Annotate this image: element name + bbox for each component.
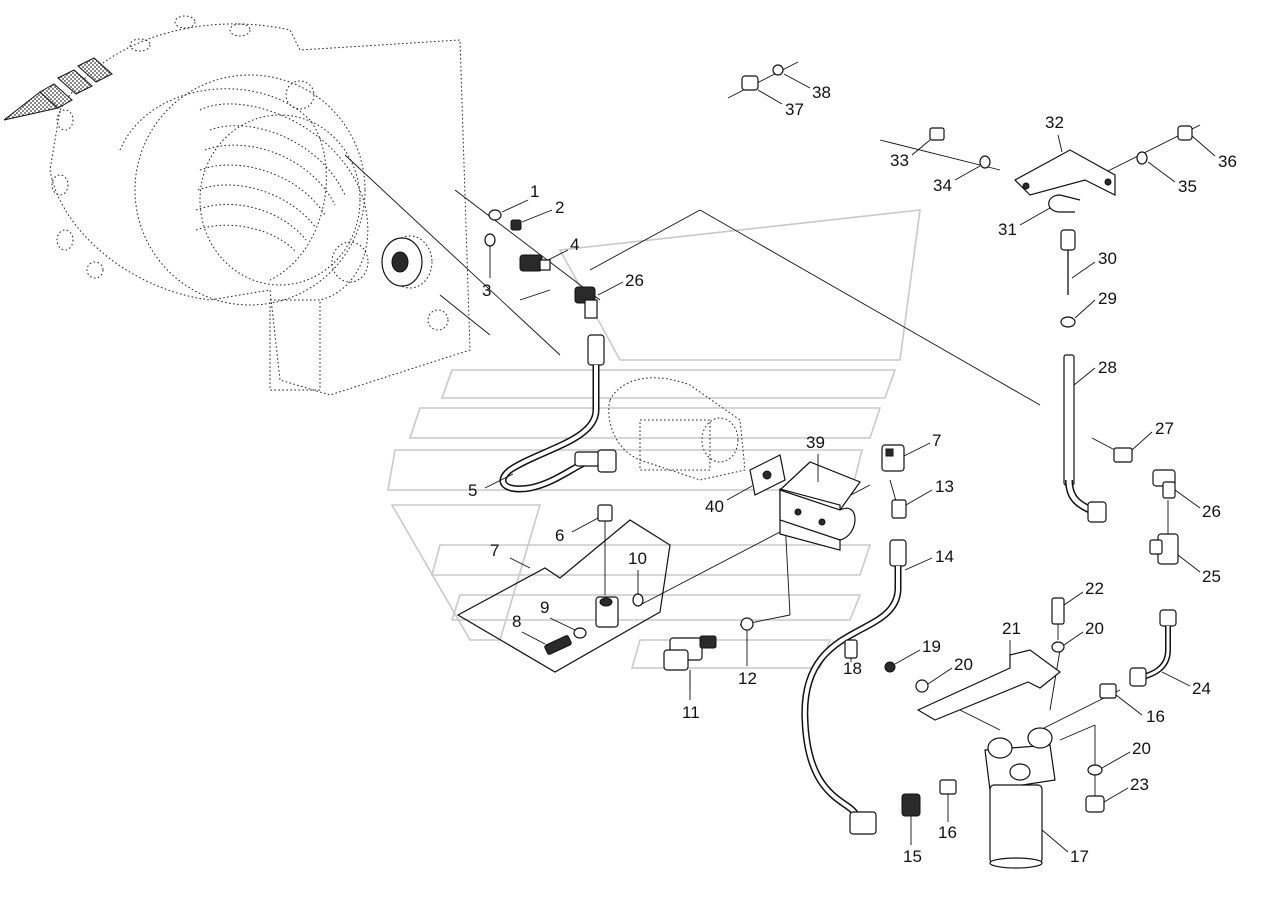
part-24-pipe (1129, 609, 1177, 687)
label-29: 29 (1098, 289, 1117, 308)
part-16-adapter-upper (1099, 683, 1117, 699)
label-30: 30 (1098, 249, 1117, 268)
label-9: 9 (540, 598, 549, 617)
label-15: 15 (903, 847, 922, 866)
label-37: 37 (785, 100, 804, 119)
part-36-nut (1177, 125, 1193, 141)
part-16-adapter-lower (939, 779, 957, 795)
part-20-washer-b (1051, 641, 1065, 653)
part-10-seal (632, 593, 644, 607)
part-29-seal (1060, 316, 1076, 328)
part-37-nut (741, 75, 759, 91)
part-1-washer (488, 209, 502, 221)
label-39: 39 (806, 433, 825, 452)
part-40-gasket (749, 454, 786, 496)
label-18: 18 (843, 659, 862, 678)
label-7-left: 7 (490, 541, 499, 560)
label-26a: 26 (625, 271, 644, 290)
label-5: 5 (468, 481, 477, 500)
part-32-bracket (1014, 149, 1116, 196)
part-17-filter (984, 727, 1056, 869)
part-30-dipstick (1060, 229, 1076, 295)
part-35-washer (1136, 151, 1148, 165)
part-3-seal (484, 233, 496, 247)
label-23: 23 (1130, 775, 1149, 794)
label-21: 21 (1002, 619, 1021, 638)
part-2-plug (510, 219, 522, 231)
part-8-screw (544, 635, 572, 655)
part-25-tee (1149, 500, 1179, 565)
part-27-adapter (1113, 447, 1133, 463)
label-7-right: 7 (932, 431, 941, 450)
label-12: 12 (738, 669, 757, 688)
label-36: 36 (1218, 152, 1237, 171)
label-8: 8 (512, 612, 521, 631)
label-4: 4 (570, 235, 579, 254)
label-40: 40 (705, 497, 724, 516)
part-14-hose (801, 539, 907, 835)
part-9-washer (573, 627, 587, 639)
label-25: 25 (1202, 567, 1221, 586)
part-7-elbow (881, 444, 905, 472)
label-24: 24 (1192, 679, 1211, 698)
direction-arrow-icon (3, 57, 113, 121)
pump-outlet (381, 237, 423, 287)
label-11: 11 (682, 703, 700, 722)
label-31: 31 (998, 220, 1017, 239)
bracket-7 (456, 519, 671, 673)
part-4-adapter (519, 254, 551, 272)
part-21-filter-bracket (916, 649, 1061, 721)
hydraulic-pump (608, 377, 746, 481)
label-16a: 16 (938, 823, 957, 842)
label-13: 13 (935, 477, 954, 496)
label-34: 34 (933, 176, 952, 195)
part-20-washer-c (1087, 764, 1103, 776)
part-20-washer-a (915, 679, 929, 693)
part-39-valve-block (778, 461, 861, 551)
part-22-bolt (1051, 597, 1065, 625)
label-27: 27 (1155, 419, 1174, 438)
engine-housing (49, 15, 471, 396)
label-19: 19 (922, 637, 941, 656)
label-10: 10 (628, 549, 647, 568)
part-18-screw (844, 639, 858, 659)
part-26-elbow-right (1152, 469, 1176, 499)
label-1: 1 (530, 182, 539, 201)
part-fitting-block (595, 596, 619, 628)
label-38: 38 (812, 83, 831, 102)
label-3: 3 (482, 281, 491, 300)
part-19-washer (884, 661, 896, 673)
part-26-elbow (574, 286, 598, 319)
part-6-adapter (597, 504, 613, 595)
label-14: 14 (935, 547, 954, 566)
label-22: 22 (1085, 579, 1104, 598)
part-33-screw (929, 127, 945, 141)
part-labels: 1 2 3 4 26 5 6 7 7 8 9 10 11 12 13 14 15… (468, 73, 1237, 866)
label-35: 35 (1178, 177, 1197, 196)
part-15-nut (901, 793, 921, 817)
label-32: 32 (1045, 113, 1064, 132)
label-33: 33 (890, 151, 909, 170)
label-16b: 16 (1146, 707, 1165, 726)
label-26b: 26 (1202, 502, 1221, 521)
label-28: 28 (1098, 358, 1117, 377)
label-20a: 20 (954, 655, 973, 674)
label-6: 6 (555, 526, 564, 545)
part-12-seal (740, 617, 754, 631)
part-28-filler-pipe (1063, 354, 1107, 523)
part-34-washer (979, 155, 991, 169)
part-38-washer (772, 64, 784, 76)
label-2: 2 (555, 198, 564, 217)
part-5-hose (499, 334, 617, 493)
part-31-u-bolt (1048, 194, 1081, 213)
label-20c: 20 (1132, 739, 1151, 758)
part-13-adapter (891, 499, 907, 519)
label-17: 17 (1070, 847, 1089, 866)
part-23-nut (1085, 795, 1105, 813)
label-20b: 20 (1085, 619, 1104, 638)
